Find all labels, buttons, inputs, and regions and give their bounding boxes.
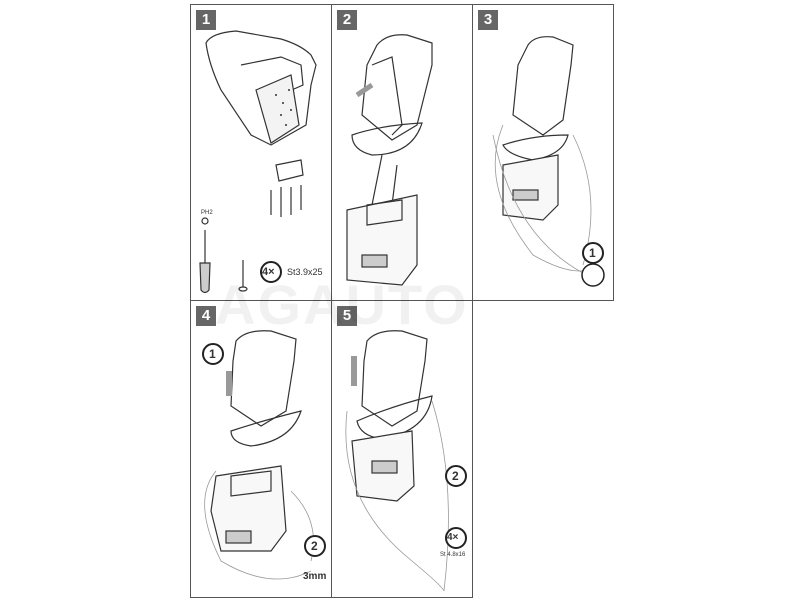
callout-number-2: 2 — [452, 469, 459, 483]
armrest-aligning-illustration — [492, 36, 605, 287]
callout-number-1: 1 — [209, 347, 216, 361]
armrest-lifting-illustration — [202, 330, 326, 580]
drill-size-label: 3mm — [303, 571, 327, 582]
step-2-panel: 2 — [331, 4, 473, 301]
step-number-badge: 1 — [196, 10, 216, 30]
screwdriver-type-label: PH2 — [201, 210, 213, 216]
step-1-panel: 1 PH2 4× St3.9x25 — [190, 4, 332, 301]
screw-spec-label: St3.9x25 — [287, 267, 323, 277]
callout-number-2: 2 — [311, 539, 318, 553]
screw-spec-label: St 4.8x16 — [440, 552, 466, 558]
watermark: AGAUTO — [215, 273, 469, 336]
step-number-badge: 5 — [337, 306, 357, 326]
step-3-panel: 3 1 — [472, 4, 614, 301]
armrest-exploded-illustration — [199, 30, 317, 294]
armrest-mounting-illustration — [346, 34, 433, 286]
armrest-fastening-illustration — [345, 330, 467, 592]
quantity-label: 4× — [262, 266, 275, 278]
step-number-badge: 3 — [478, 10, 498, 30]
callout-number: 1 — [589, 246, 596, 260]
step-number-badge: 4 — [196, 306, 216, 326]
step-4-panel: 4 1 2 3mm — [190, 300, 332, 598]
step-5-panel: 5 2 4× St 4.8x16 — [331, 300, 473, 598]
quantity-label: 4× — [447, 532, 459, 543]
step-number-badge: 2 — [337, 10, 357, 30]
